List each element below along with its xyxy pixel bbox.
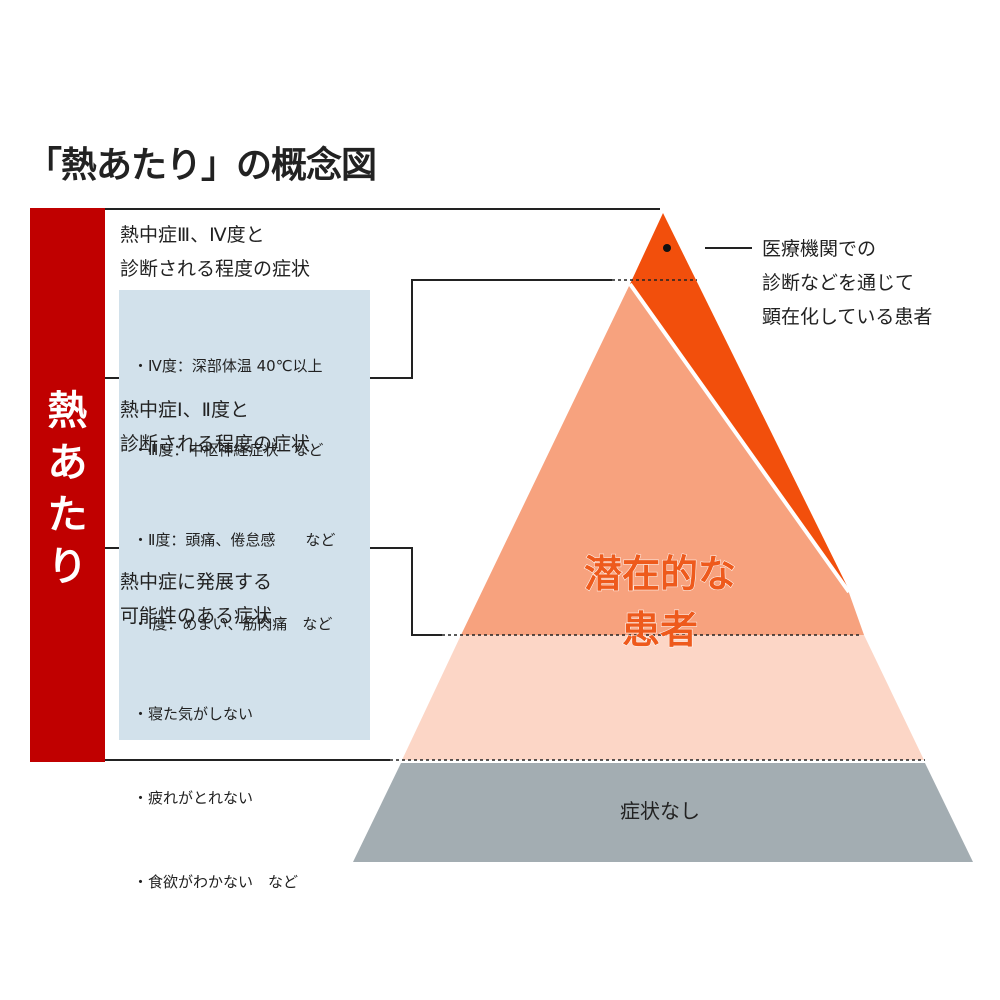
pyramid-diagnosed-tip — [630, 213, 849, 590]
divider-line — [628, 282, 851, 594]
symptom-item: ・疲れがとれない — [133, 789, 254, 807]
callout-line: 顕在化している患者 — [762, 306, 933, 328]
pyramid-none-band — [353, 763, 973, 862]
symptom-box-moderate: ・Ⅱ度：頭痛、倦怠感 など ・Ⅰ度：めまい、筋肉痛 など — [119, 464, 370, 672]
heading-line: 診断される程度の症状 — [120, 258, 311, 280]
callout-line: 診断などを通じて — [762, 272, 915, 294]
heading-line: 熱中症Ⅰ、Ⅱ度と — [120, 399, 249, 421]
diagnosed-callout: 医療機関での 診断などを通じて 顕在化している患者 — [762, 232, 932, 334]
symptom-item: ・寝た気がしない — [133, 705, 254, 723]
symptom-item: ・Ⅳ度：深部体温 40℃以上 — [133, 357, 323, 375]
symptom-item: ・Ⅲ度：中枢神経症状 など — [133, 441, 324, 459]
side-label-char: た — [47, 492, 88, 538]
symptom-item: ・食欲がわかない など — [133, 873, 299, 891]
heading-line: 診断される程度の症状 — [120, 433, 311, 455]
symptom-item: ・Ⅱ度：頭痛、倦怠感 など — [133, 531, 336, 549]
level-heading-mild: 熱中症に発展する 可能性のある症状 — [120, 565, 272, 633]
level-heading-moderate: 熱中症Ⅰ、Ⅱ度と 診断される程度の症状 — [120, 393, 310, 461]
symptom-item: ・Ⅰ度：めまい、筋肉痛 など — [133, 615, 333, 633]
level-dashed-lines — [390, 279, 925, 761]
side-label-char: り — [47, 544, 88, 590]
level-heading-severe: 熱中症Ⅲ、Ⅳ度と 診断される程度の症状 — [120, 218, 310, 286]
latent-patients-label: 潜在的な 患者 — [540, 546, 780, 658]
no-symptoms-label: 症状なし — [620, 799, 700, 823]
heading-line: 熱中症Ⅲ、Ⅳ度と — [120, 224, 265, 246]
heading-line: 可能性のある症状 — [120, 605, 273, 627]
callout-line: 医療機関での — [762, 238, 877, 260]
side-label-bar: 熱 あ た り — [30, 208, 105, 762]
heading-line: 熱中症に発展する — [120, 571, 273, 593]
side-label-char: 熱 — [47, 388, 88, 434]
latent-line: 患者 — [621, 608, 698, 653]
pyramid-mild-band — [402, 635, 924, 760]
latent-line: 潜在的な — [583, 552, 736, 597]
symptom-box-severe: ・Ⅳ度：深部体温 40℃以上 ・Ⅲ度：中枢神経症状 など — [119, 290, 370, 498]
page-title: 「熱あたり」の概念図 — [26, 145, 377, 186]
connector-lines — [105, 208, 752, 761]
pyramid-latent-band — [461, 284, 864, 635]
callout-dot — [663, 244, 671, 252]
side-label-char: あ — [47, 440, 88, 486]
symptom-box-mild: ・寝た気がしない ・疲れがとれない ・食欲がわかない など — [119, 638, 370, 891]
